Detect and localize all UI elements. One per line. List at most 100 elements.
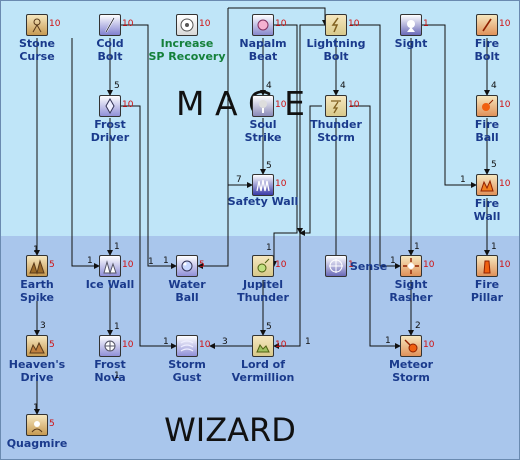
fire-wall-icon[interactable]	[476, 174, 498, 196]
increase-sp-recovery-icon[interactable]	[176, 14, 198, 36]
skill-name: Sense	[350, 260, 388, 273]
fire-bolt-icon[interactable]	[476, 14, 498, 36]
quagmire-icon[interactable]	[26, 414, 48, 436]
max-level: 10	[499, 19, 511, 29]
required-level-label: 1	[114, 322, 120, 332]
required-level-label: 4	[266, 81, 272, 91]
max-level: 10	[499, 260, 511, 270]
required-level-label: 1	[33, 403, 39, 413]
lightning-bolt-icon[interactable]	[325, 14, 347, 36]
skill-name: Earth Spike	[19, 278, 55, 304]
max-level: 10	[499, 100, 511, 110]
storm-gust-icon[interactable]	[176, 335, 198, 357]
required-level-label: 1	[114, 242, 120, 252]
prerequisite-wire	[422, 24, 477, 188]
ice-wall-icon[interactable]	[99, 255, 121, 277]
max-level: 10	[122, 340, 134, 350]
mage-section-title: M A G E	[176, 86, 305, 122]
water-ball-icon[interactable]	[176, 255, 198, 277]
thunder-storm-icon[interactable]	[325, 95, 347, 117]
max-level: 10	[49, 19, 61, 29]
mage-section-background	[0, 0, 520, 236]
required-level-label: 3	[40, 321, 46, 331]
required-level-label: 1	[305, 337, 311, 347]
wizard-section-title: WIZARD	[164, 411, 296, 449]
skill-name: Cold Bolt	[96, 37, 124, 63]
fire-pillar-icon[interactable]	[476, 255, 498, 277]
sight-icon[interactable]	[400, 14, 422, 36]
stone-curse-icon[interactable]	[26, 14, 48, 36]
max-level: 5	[49, 340, 55, 350]
max-level: 10	[423, 340, 435, 350]
skill-name: Ice Wall	[85, 278, 135, 291]
skill-name: Fire Pillar	[470, 278, 504, 304]
max-level: 10	[348, 19, 360, 29]
lord-of-vermillion-icon[interactable]	[252, 335, 274, 357]
skill-name: Quagmire	[6, 437, 68, 450]
sight-rasher-icon[interactable]	[400, 255, 422, 277]
fire-ball-icon[interactable]	[476, 95, 498, 117]
skill-name: Fire Bolt	[474, 37, 500, 63]
earth-spike-icon[interactable]	[26, 255, 48, 277]
heavens-drive-icon[interactable]	[26, 335, 48, 357]
sense-icon[interactable]	[325, 255, 347, 277]
max-level: 10	[499, 179, 511, 189]
max-level: 10	[275, 340, 287, 350]
frost-driver-icon[interactable]	[99, 95, 121, 117]
skill-name: Fire Ball	[474, 118, 500, 144]
max-level: 5	[49, 260, 55, 270]
required-level-label: 1	[163, 337, 169, 347]
safety-wall-icon[interactable]	[252, 174, 274, 196]
meteor-storm-icon[interactable]	[400, 335, 422, 357]
skill-name: Safety Wall	[227, 195, 299, 208]
soul-strike-icon[interactable]	[252, 95, 274, 117]
max-level: 10	[199, 340, 211, 350]
max-level: 10	[199, 19, 211, 29]
frost-nova-icon[interactable]	[99, 335, 121, 357]
skill-name: Water Ball	[168, 278, 206, 304]
required-level-label: 5	[114, 81, 120, 91]
required-level-label: 5	[266, 322, 272, 332]
required-level-label: 7	[236, 175, 242, 185]
prerequisite-wire	[197, 185, 229, 269]
required-level-label: 1	[163, 256, 169, 266]
jupitel-thunder-icon[interactable]	[252, 255, 274, 277]
skill-name: Fire Wall	[473, 197, 501, 223]
required-level-label: 1	[266, 243, 272, 253]
napalm-beat-icon[interactable]	[252, 14, 274, 36]
max-level: 10	[122, 19, 134, 29]
required-level-label: 1	[87, 256, 93, 266]
skill-name: Frost Nova	[94, 358, 126, 384]
cold-bolt-icon[interactable]	[99, 14, 121, 36]
prerequisite-wire	[121, 105, 177, 349]
skill-name: Storm Gust	[168, 358, 206, 384]
required-level-label: 2	[415, 321, 421, 331]
